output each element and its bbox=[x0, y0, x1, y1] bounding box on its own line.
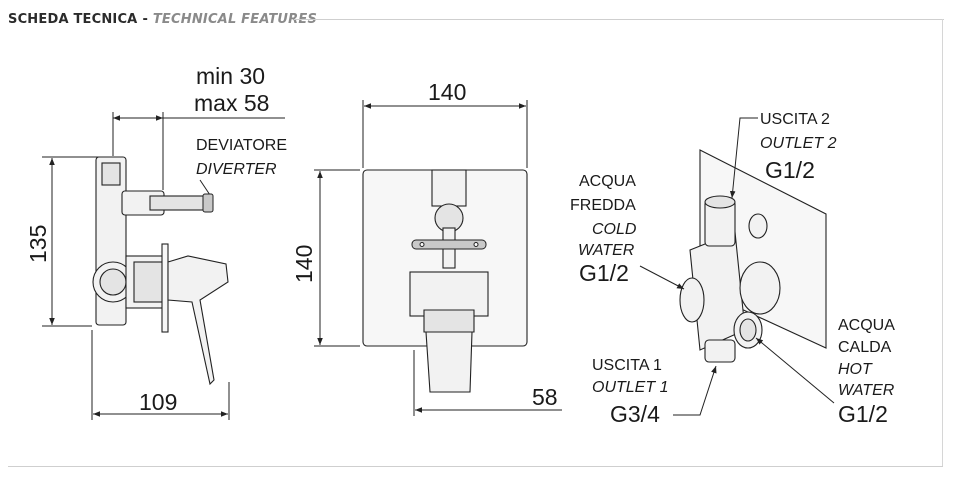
outlet2-leader bbox=[729, 117, 758, 199]
diverter-stem bbox=[149, 195, 207, 211]
hot-size: G1/2 bbox=[838, 401, 888, 427]
iso-view: USCITA 2 OUTLET 2 G1/2 ACQUA FREDDA COLD… bbox=[570, 111, 895, 427]
cold-leader bbox=[639, 265, 685, 290]
valve-inlet-port-inner bbox=[99, 268, 127, 296]
diverter-label-en: DIVERTER bbox=[196, 161, 277, 178]
section-header: SCHEDA TECNICA - TECHNICAL FEATURES bbox=[8, 9, 317, 29]
side-wall-plate bbox=[161, 243, 169, 333]
front-crossbar-hole-left bbox=[419, 242, 425, 247]
outlet2-label-it: USCITA 2 bbox=[760, 111, 830, 128]
outlet1-size: G3/4 bbox=[610, 401, 660, 427]
header-title-en: TECHNICAL FEATURES bbox=[152, 11, 318, 27]
outlet2-size: G1/2 bbox=[765, 157, 815, 183]
frame-right-border bbox=[942, 19, 943, 467]
frame-bottom-border bbox=[8, 466, 943, 467]
cold-label-en-1: COLD bbox=[592, 221, 637, 238]
front-height-label: 140 bbox=[291, 245, 317, 283]
dim-height-label: 135 bbox=[25, 225, 51, 263]
dim-depth-label: 109 bbox=[139, 389, 177, 415]
diverter-knob bbox=[202, 193, 214, 213]
cartridge-ring bbox=[133, 261, 165, 303]
cold-label-en-2: WATER bbox=[578, 242, 635, 259]
outlet2-label-en: OUTLET 2 bbox=[760, 135, 837, 152]
front-crossbar-hole-right bbox=[473, 242, 479, 247]
front-handle-base bbox=[423, 309, 475, 333]
front-top-port bbox=[431, 169, 467, 207]
iso-hot-inlet-mouth bbox=[739, 318, 757, 342]
front-cartridge bbox=[409, 271, 489, 317]
cold-label-it-2: FREDDA bbox=[570, 197, 636, 214]
hot-label-it-2: CALDA bbox=[838, 339, 892, 356]
iso-cartridge-seat bbox=[739, 261, 781, 315]
outlet1-label-it: USCITA 1 bbox=[592, 357, 662, 374]
hot-label-en-1: HOT bbox=[838, 361, 873, 378]
hot-label-it-1: ACQUA bbox=[838, 317, 895, 334]
front-lever-label: 58 bbox=[532, 384, 558, 410]
header-separator: - bbox=[142, 11, 148, 27]
side-handle bbox=[167, 255, 229, 386]
front-crossbar bbox=[411, 239, 487, 250]
side-view: 135 109 min 30 max 58 DEVIATORE DIVERTER bbox=[25, 63, 287, 420]
outlet1-label-en: OUTLET 1 bbox=[592, 379, 668, 396]
hot-label-en-2: WATER bbox=[838, 382, 895, 399]
front-handle-lever bbox=[425, 331, 473, 393]
hot-leader bbox=[755, 337, 835, 404]
cold-size: G1/2 bbox=[579, 260, 629, 286]
dim-max-label: max 58 bbox=[194, 90, 269, 116]
iso-diverter bbox=[748, 213, 768, 239]
diverter-label-it: DEVIATORE bbox=[196, 137, 287, 154]
iso-bottom-outlet bbox=[704, 339, 736, 363]
valve-body-top-port bbox=[101, 162, 121, 186]
header-title-it: SCHEDA TECNICA bbox=[8, 11, 138, 27]
cold-label-it-1: ACQUA bbox=[579, 173, 636, 190]
header-rule bbox=[294, 19, 944, 20]
front-view: 140 140 58 bbox=[291, 79, 562, 416]
iso-cold-inlet bbox=[679, 277, 705, 323]
iso-top-outlet-mouth bbox=[704, 195, 736, 209]
dim-min-label: min 30 bbox=[196, 63, 265, 89]
outlet1-leader bbox=[673, 365, 717, 416]
front-width-label: 140 bbox=[428, 79, 466, 105]
